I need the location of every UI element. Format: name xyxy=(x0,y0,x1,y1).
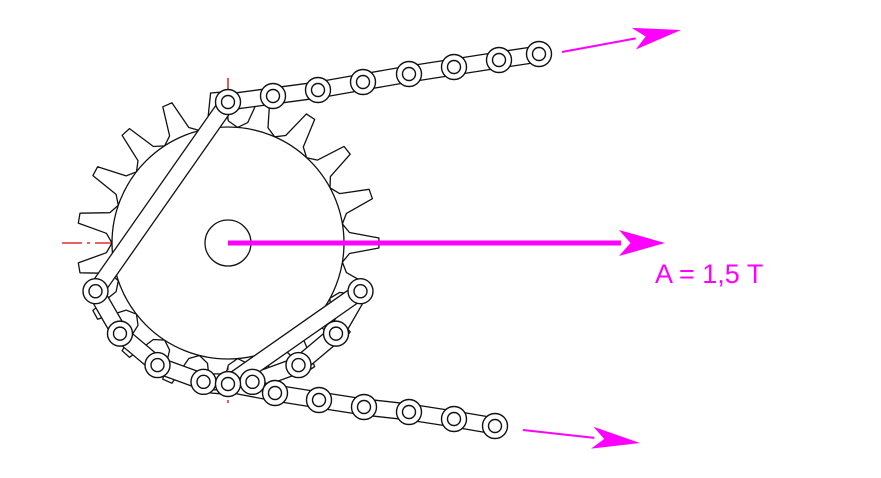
chain-pin xyxy=(220,376,236,392)
chain-pin xyxy=(112,326,128,341)
chain-pin xyxy=(196,374,211,390)
chain-pin xyxy=(310,82,326,98)
arrow-head xyxy=(619,230,665,256)
lower-chain-tension-arrow xyxy=(522,426,640,449)
upper-chain-tension-arrow xyxy=(561,27,681,53)
arrow-head xyxy=(591,426,640,449)
chain-pin xyxy=(220,94,236,110)
chain-pin xyxy=(446,411,462,427)
arrow-shaft xyxy=(561,37,636,53)
chain-pin xyxy=(531,46,547,62)
chain-pin xyxy=(446,59,462,75)
chain-pin xyxy=(328,326,344,341)
chain-pin xyxy=(487,418,503,434)
chain-pin xyxy=(401,404,417,420)
resultant-force-arrow xyxy=(228,230,665,256)
chain-pin xyxy=(291,357,306,373)
chain-pin xyxy=(311,392,327,408)
roller-chain xyxy=(82,40,553,440)
arrow-shaft xyxy=(522,429,595,439)
chain-pin xyxy=(245,374,260,390)
force-arrows xyxy=(228,27,681,449)
chain-pin xyxy=(265,88,281,104)
chain-pin xyxy=(353,284,368,299)
chain-pin xyxy=(356,399,372,415)
force-label: A = 1,5 T xyxy=(655,259,763,289)
chain-pin xyxy=(267,385,283,401)
arrow-head xyxy=(631,27,681,50)
chain-pin xyxy=(401,66,417,82)
chain-pin xyxy=(355,74,371,90)
chain-pin xyxy=(491,52,507,68)
chain-pin xyxy=(88,284,103,299)
chain-pin xyxy=(150,357,165,373)
